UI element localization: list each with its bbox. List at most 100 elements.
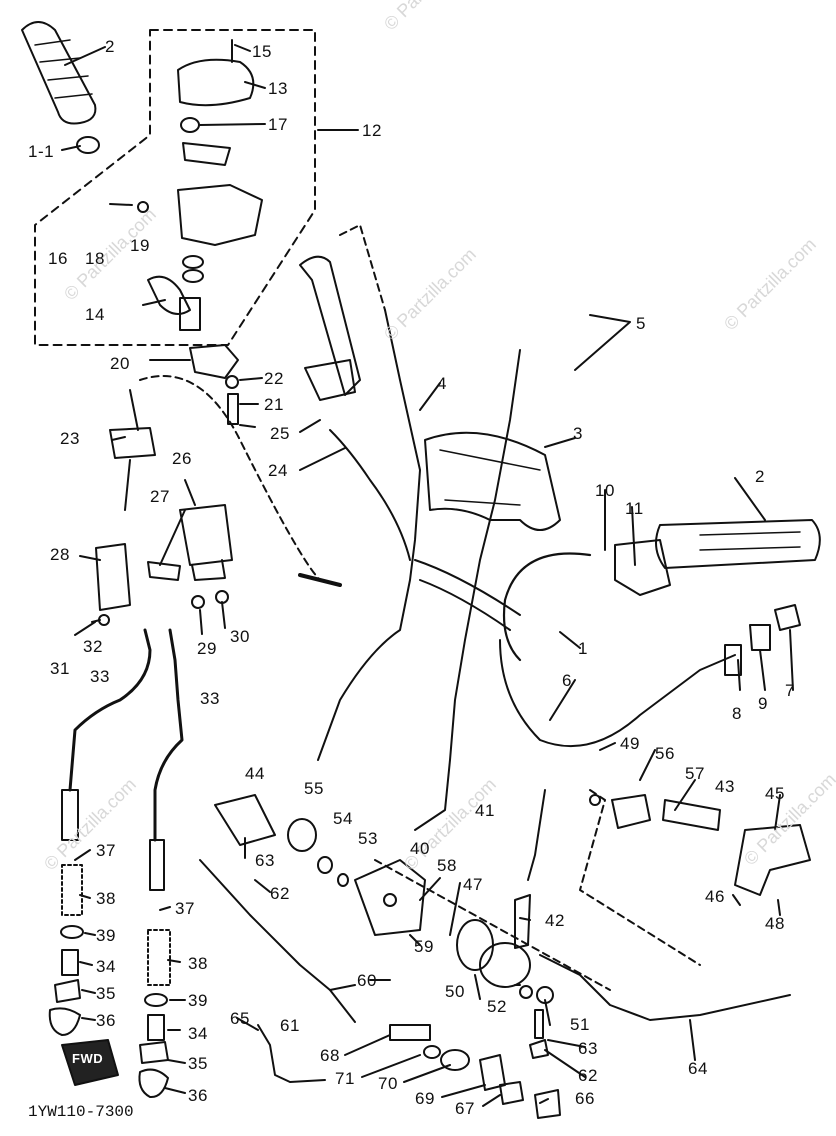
part-label: 39 — [188, 991, 208, 1010]
part-label: 65 — [230, 1009, 250, 1028]
part-label: 63 — [255, 851, 275, 870]
part-label: 19 — [130, 236, 150, 255]
part-label: 37 — [175, 899, 195, 918]
part-label: 20 — [110, 354, 130, 373]
part-label: 4 — [437, 374, 447, 393]
part-label: 63 — [578, 1039, 598, 1058]
part-label: 21 — [264, 395, 284, 414]
part-label: 12 — [362, 121, 382, 140]
part-label: 56 — [655, 744, 675, 763]
part-label: 51 — [570, 1015, 590, 1034]
part-label: 18 — [85, 249, 105, 268]
switch-housing — [177, 184, 263, 246]
part-label: 7 — [785, 681, 795, 700]
part-label: 13 — [268, 79, 288, 98]
cable-64 — [539, 954, 791, 1021]
part-label: 6 — [562, 671, 572, 690]
cable-61 — [199, 859, 356, 991]
part-label: 23 — [60, 429, 80, 448]
part-label: 50 — [445, 982, 465, 1001]
part-label: 61 — [280, 1016, 300, 1035]
brake-hose-33a — [68, 628, 152, 792]
part-label: 59 — [414, 937, 434, 956]
part-label: 52 — [487, 997, 507, 1016]
cover-plate-28 — [95, 543, 131, 611]
diagram-code: 1YW110-7300 — [28, 1103, 134, 1121]
part-label: 14 — [85, 305, 105, 324]
part-label: 26 — [172, 449, 192, 468]
part-label: 42 — [545, 911, 565, 930]
part-label: 48 — [765, 914, 785, 933]
part-label: 27 — [150, 487, 170, 506]
left-grip-washer — [76, 136, 100, 154]
part-label: 43 — [715, 777, 735, 796]
cable-24 — [329, 429, 411, 561]
part-label: 46 — [705, 887, 725, 906]
bracket-45 — [734, 824, 811, 896]
part-label: 57 — [685, 764, 705, 783]
part-label: 34 — [96, 957, 116, 976]
part-label: 11 — [625, 499, 644, 518]
part-label: 47 — [463, 875, 483, 894]
part-label: 55 — [304, 779, 324, 798]
part-label: 2 — [755, 467, 765, 486]
part-label: 35 — [188, 1054, 208, 1073]
lever-44 — [214, 794, 276, 846]
part-label: 33 — [90, 667, 110, 686]
part-label: 16 — [48, 249, 68, 268]
part-label: 1 — [578, 639, 588, 658]
part-label: 25 — [270, 424, 290, 443]
cable-4 — [317, 309, 421, 761]
part-label: 32 — [83, 637, 103, 656]
handlebar-left — [299, 255, 361, 396]
brake-clamp-23 — [109, 427, 156, 459]
fwd-badge — [61, 1039, 119, 1086]
part-label: 29 — [197, 639, 217, 658]
part-label: 34 — [188, 1024, 208, 1043]
part-label: 36 — [96, 1011, 116, 1030]
part-label: 1-1 — [28, 142, 55, 161]
part-label: 60 — [357, 971, 377, 990]
part-label: 64 — [688, 1059, 708, 1078]
part-label: 66 — [575, 1089, 595, 1108]
part-label: 28 — [50, 545, 70, 564]
part-label: 44 — [245, 764, 265, 783]
part-label: 68 — [320, 1046, 340, 1065]
fwd-badge-label: FWD — [72, 1051, 104, 1066]
part-label: 17 — [268, 115, 288, 134]
part-label: 35 — [96, 984, 116, 1003]
ring-55 — [287, 818, 317, 852]
part-label: 54 — [333, 809, 353, 828]
part-label: 8 — [732, 704, 742, 723]
cam-50 — [479, 942, 531, 988]
part-label: 38 — [188, 954, 208, 973]
switch-clamp — [189, 344, 239, 379]
part-label: 53 — [358, 829, 378, 848]
part-label: 67 — [455, 1099, 475, 1118]
part-label: 45 — [765, 784, 785, 803]
part-label: 36 — [188, 1086, 208, 1105]
right-grip — [655, 519, 821, 569]
handlebar-pad — [424, 431, 561, 531]
part-label: 49 — [620, 734, 640, 753]
part-label: 24 — [268, 461, 288, 480]
part-label: 2 — [105, 37, 115, 56]
housing-40 — [354, 859, 426, 936]
cable-5 — [414, 349, 521, 831]
part-label: 31 — [50, 659, 70, 678]
cable-6 — [499, 639, 736, 748]
switch-lever — [147, 275, 191, 315]
part-label: 5 — [636, 314, 646, 333]
part-label: 3 — [573, 424, 583, 443]
part-label: 69 — [415, 1089, 435, 1108]
part-label: 22 — [264, 369, 284, 388]
left-grip — [21, 21, 97, 125]
part-label: 15 — [252, 42, 272, 61]
part-label: 62 — [270, 884, 290, 903]
bar-43 — [662, 799, 721, 831]
master-cylinder — [179, 504, 233, 566]
part-label: 37 — [96, 841, 116, 860]
part-label: 58 — [437, 856, 457, 875]
